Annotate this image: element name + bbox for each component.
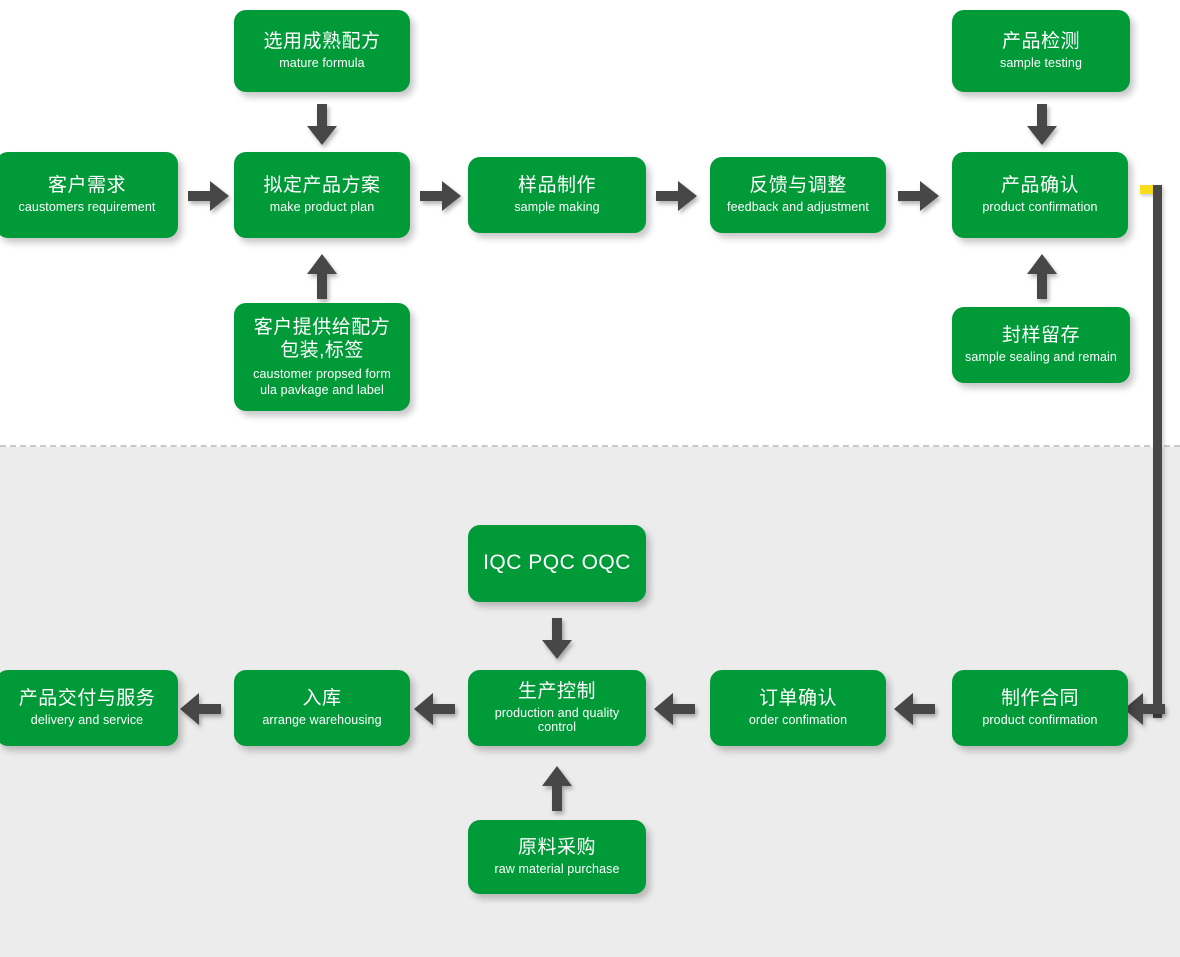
node-warehousing[interactable]: 入库 arrange warehousing <box>234 670 410 746</box>
connector-vertical-line <box>1153 185 1162 718</box>
node-sample-making[interactable]: 样品制作 sample making <box>468 157 646 233</box>
node-label-en: feedback and adjustment <box>727 200 869 215</box>
node-label-en: sample testing <box>1000 56 1082 71</box>
arrow-down-iqc-to-production <box>541 618 573 660</box>
arrow-left-warehousing-to-delivery <box>180 692 222 726</box>
arrow-down-formula-to-plan <box>306 104 338 146</box>
section-divider-dashed-line <box>0 445 1180 447</box>
node-label-cn: 产品检测 <box>1001 31 1080 53</box>
arrow-right-sample-to-feedback <box>656 180 698 212</box>
arrow-left-order-to-production <box>654 692 696 726</box>
arrow-right-requirement-to-plan <box>188 180 230 212</box>
node-product-confirmation[interactable]: 产品确认 product confirmation <box>952 152 1128 238</box>
arrow-left-contract-to-order <box>894 692 936 726</box>
node-customer-provided-formula[interactable]: 客户提供给配方 包装,标签 caustomer propsed form ula… <box>234 303 410 411</box>
node-order-confirmation[interactable]: 订单确认 order confimation <box>710 670 886 746</box>
node-label-cn: IQC PQC OQC <box>483 551 631 575</box>
arrow-right-feedback-to-confirmation <box>898 180 940 212</box>
node-label-cn: 原料采购 <box>517 837 596 859</box>
node-customer-requirement[interactable]: 客户需求 caustomers requirement <box>0 152 178 238</box>
node-label-cn: 客户需求 <box>47 175 126 197</box>
node-label-cn: 订单确认 <box>758 688 837 710</box>
node-label-en: delivery and service <box>30 713 144 728</box>
node-label-cn: 选用成熟配方 <box>263 31 381 53</box>
node-label-en: order confimation <box>748 713 848 728</box>
node-label-cn: 产品确认 <box>1000 175 1079 197</box>
arrow-up-sealing-to-confirmation <box>1026 254 1058 300</box>
arrow-left-production-to-warehousing <box>414 692 456 726</box>
node-label-cn: 封样留存 <box>1001 325 1080 347</box>
node-label-en: mature formula <box>279 56 365 71</box>
arrow-right-plan-to-sample <box>420 180 462 212</box>
node-label-en: sample making <box>514 200 600 215</box>
node-raw-material-purchase[interactable]: 原料采购 raw material purchase <box>468 820 646 894</box>
node-label-en: product confirmation <box>982 713 1098 728</box>
node-label-en: raw material purchase <box>494 862 620 877</box>
node-label-en: sample sealing and remain <box>965 350 1117 365</box>
node-label-en: production and quality control <box>494 706 620 735</box>
node-label-cn: 生产控制 <box>517 681 596 703</box>
node-make-contract[interactable]: 制作合同 product confirmation <box>952 670 1128 746</box>
node-mature-formula[interactable]: 选用成熟配方 mature formula <box>234 10 410 92</box>
node-make-product-plan[interactable]: 拟定产品方案 make product plan <box>234 152 410 238</box>
node-label-en: caustomers requirement <box>18 200 156 215</box>
arrow-left-connector-to-contract <box>1124 692 1166 726</box>
node-label-en: product confirmation <box>982 200 1098 215</box>
connector-yellow-stub <box>1140 185 1160 194</box>
node-label-cn: 样品制作 <box>517 175 596 197</box>
node-iqc-pqc-oqc[interactable]: IQC PQC OQC <box>468 525 646 602</box>
node-production-control[interactable]: 生产控制 production and quality control <box>468 670 646 746</box>
node-feedback-adjustment[interactable]: 反馈与调整 feedback and adjustment <box>710 157 886 233</box>
node-label-cn: 产品交付与服务 <box>18 688 156 710</box>
arrow-up-raw-material-to-production <box>541 766 573 812</box>
node-label-cn: 入库 <box>302 688 342 710</box>
node-label-cn: 客户提供给配方 包装,标签 <box>253 316 391 362</box>
node-sample-testing[interactable]: 产品检测 sample testing <box>952 10 1130 92</box>
node-label-cn: 拟定产品方案 <box>263 175 381 197</box>
arrow-down-testing-to-confirmation <box>1026 104 1058 146</box>
node-label-en: make product plan <box>269 200 375 215</box>
node-label-cn: 反馈与调整 <box>749 175 847 197</box>
node-label-en: arrange warehousing <box>262 713 382 728</box>
node-label-en: caustomer propsed form ula pavkage and l… <box>253 367 391 398</box>
node-delivery-service[interactable]: 产品交付与服务 delivery and service <box>0 670 178 746</box>
node-label-cn: 制作合同 <box>1000 688 1079 710</box>
arrow-up-customer-formula-to-plan <box>306 254 338 300</box>
node-sample-sealing[interactable]: 封样留存 sample sealing and remain <box>952 307 1130 383</box>
